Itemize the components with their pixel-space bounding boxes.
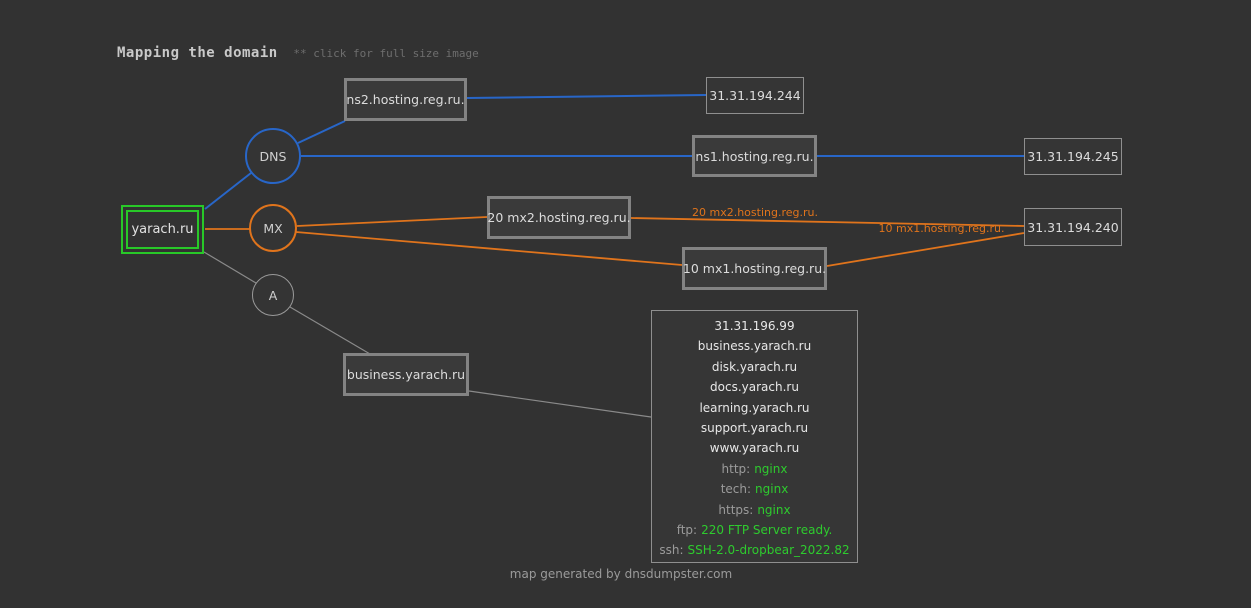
panel-service-row: tech:nginx [652,479,857,499]
dns-record-node: DNS [245,128,301,184]
service-banner: nginx [754,461,788,476]
host-node-mx1: 10 mx1.hosting.reg.ru. [682,247,827,290]
ip-node-244: 31.31.194.244 [706,77,804,114]
services-panel: 31.31.196.99 business.yarach.ru disk.yar… [651,310,858,563]
panel-hostname: docs.yarach.ru [710,380,799,395]
panel-service-row: ftp:220 FTP Server ready. [652,520,857,540]
fullsize-hint-text: ** click for full size image [293,47,479,60]
service-banner: nginx [755,482,789,497]
service-protocol: ftp: [676,523,698,538]
panel-hostname: www.yarach.ru [709,441,800,456]
service-protocol: tech: [720,482,752,497]
ip-node-245: 31.31.194.245 [1024,138,1122,175]
edge-label-mx2: 20 mx2.hosting.reg.ru. [692,206,818,219]
panel-service-row: https:nginx [652,500,857,520]
domain-label: yarach.ru [126,210,199,249]
a-record-node: A [252,274,294,316]
panel-ip: 31.31.196.99 [714,319,795,333]
panel-hostname: support.yarach.ru [700,421,809,436]
service-banner: SSH-2.0-dropbear_2022.82 [687,543,850,558]
host-node-ns2: ns2.hosting.reg.ru. [344,78,467,121]
page-title: Mapping the domain ** click for full siz… [117,42,479,61]
panel-hostname: business.yarach.ru [697,339,812,354]
map-title-text: Mapping the domain [117,45,278,61]
service-protocol: http: [721,461,751,476]
ip-node-240: 31.31.194.240 [1024,208,1122,246]
panel-service-row: ssh:SSH-2.0-dropbear_2022.82 [652,540,857,560]
service-banner: 220 FTP Server ready. [701,523,833,538]
edge-label-mx1: 10 mx1.hosting.reg.ru. [878,222,1005,235]
mx-record-node: MX [249,204,297,252]
service-banner: nginx [757,502,791,517]
service-protocol: ssh: [659,543,684,558]
panel-hostname: learning.yarach.ru [699,400,810,415]
service-protocol: https: [718,502,754,517]
host-node-business: business.yarach.ru [343,353,469,396]
map-credit: map generated by dnsdumpster.com [509,567,733,581]
panel-hostname: disk.yarach.ru [711,359,798,374]
panel-service-row: http:nginx [652,459,857,479]
host-node-mx2: 20 mx2.hosting.reg.ru. [487,196,631,239]
host-node-ns1: ns1.hosting.reg.ru. [692,135,817,177]
domain-node: yarach.ru [121,205,204,254]
